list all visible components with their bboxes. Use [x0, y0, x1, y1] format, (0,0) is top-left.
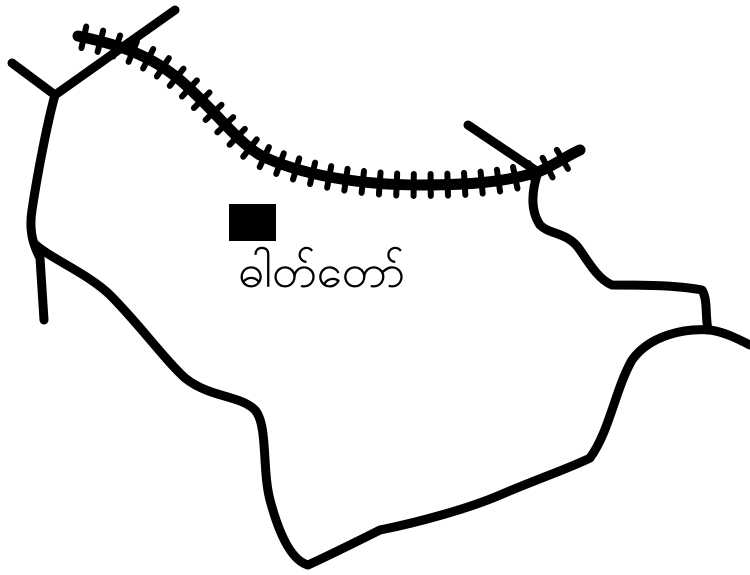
- railway-tie: [358, 167, 367, 196]
- railway-tie: [493, 166, 504, 195]
- railway-tie: [307, 159, 319, 188]
- road-east: [528, 167, 713, 335]
- railway-tie: [178, 77, 200, 100]
- railway-tie: [341, 165, 351, 194]
- railway-tie: [125, 38, 140, 65]
- road-northeast-branch: [463, 120, 543, 177]
- railway-tie: [240, 136, 260, 160]
- railway-tie: [256, 144, 272, 171]
- road-northeast: [50, 5, 180, 100]
- railway-tie: [444, 170, 452, 199]
- railway-tie: [290, 155, 303, 183]
- road-west-vertical: [26, 90, 60, 325]
- railway-tie: [273, 150, 287, 177]
- railway-tie: [190, 89, 213, 111]
- railway-ties: [78, 23, 571, 199]
- railway-line: [72, 30, 586, 191]
- railway-tie: [153, 55, 172, 80]
- railway-tie: [324, 163, 335, 191]
- railway-tie: [202, 101, 225, 123]
- railway-tie: [214, 114, 237, 136]
- railway-tie: [375, 169, 384, 198]
- town-marker: [229, 204, 276, 241]
- boundary-road: [31, 240, 750, 570]
- railway-tie: [461, 169, 469, 198]
- railway-tie: [78, 23, 90, 52]
- town-label: ဓါတ်တော်: [238, 244, 406, 298]
- road-northwest: [7, 58, 60, 100]
- railway-tie: [477, 168, 486, 197]
- railway-tie: [140, 46, 157, 72]
- railway-tie: [553, 146, 571, 172]
- railway-tie: [94, 27, 107, 55]
- railway-tie: [393, 170, 401, 199]
- railway-tie: [510, 163, 521, 192]
- railway-tie: [539, 154, 556, 181]
- railway-tie: [166, 65, 187, 89]
- railway-tie: [226, 125, 248, 148]
